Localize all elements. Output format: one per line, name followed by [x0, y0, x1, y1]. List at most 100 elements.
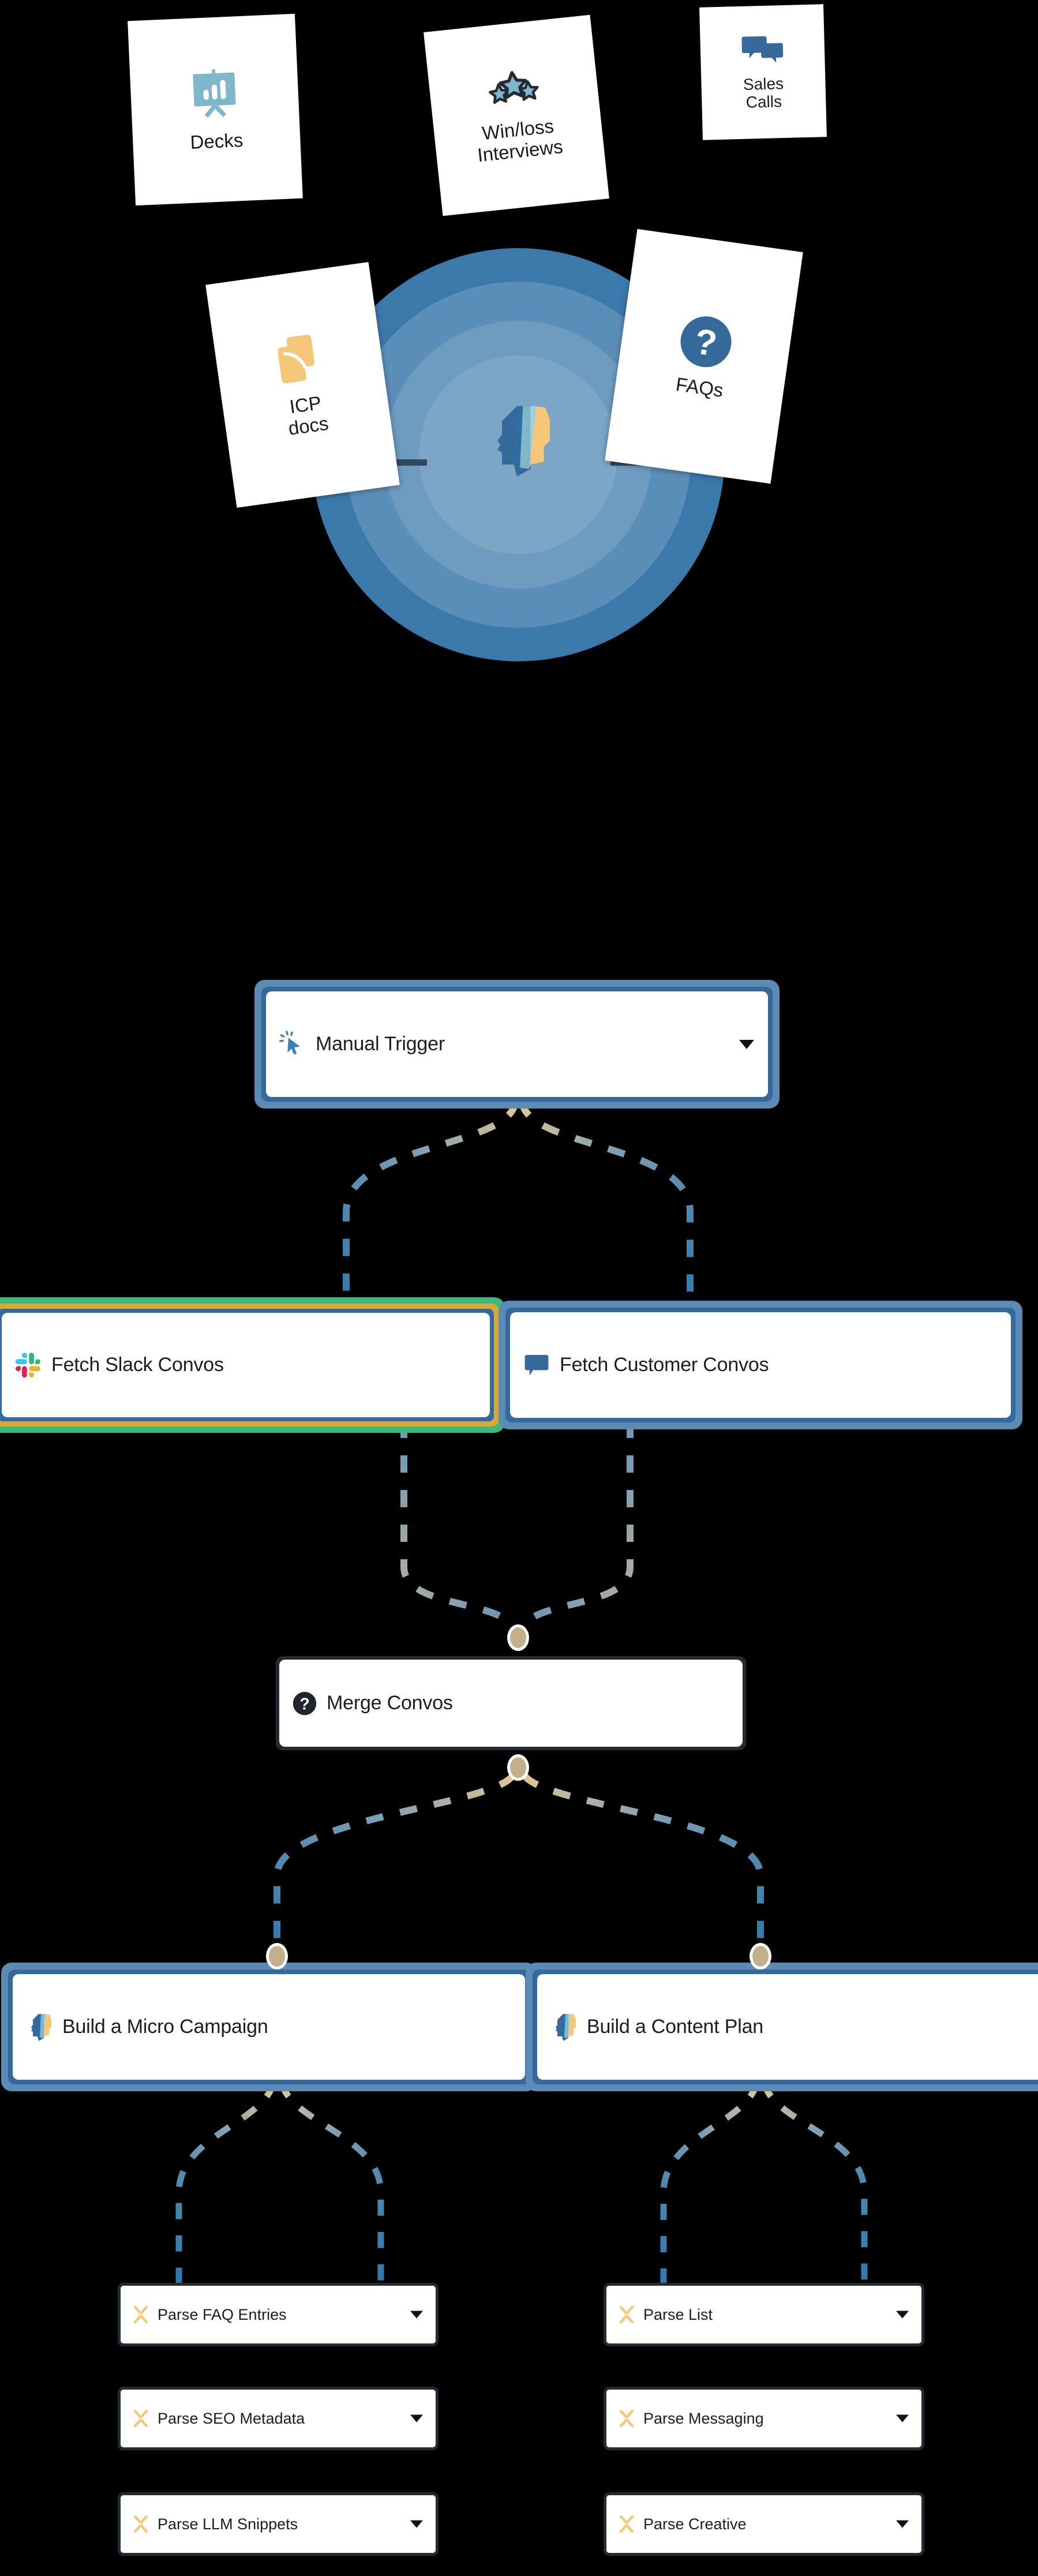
edge-micro-to-llm [278, 2081, 384, 2283]
chevron-down-icon[interactable] [410, 2414, 423, 2423]
node-frame-inner: Manual Trigger [261, 987, 773, 1102]
chevron-down-icon[interactable] [739, 1039, 754, 1049]
node-body[interactable]: ? Merge Convos [279, 1660, 743, 1747]
parse-node-body[interactable]: Parse SEO Metadata [118, 2387, 439, 2450]
chevron-down-icon[interactable] [896, 2311, 909, 2319]
node-parse-list[interactable]: Parse List [604, 2283, 924, 2346]
node-parse-seo-metadata[interactable]: Parse SEO Metadata [118, 2387, 439, 2450]
node-body[interactable]: Build a Micro Campaign [13, 1974, 525, 2080]
node-manual-trigger[interactable]: Manual Trigger [254, 980, 780, 1109]
head-profile-ai-icon [31, 2013, 51, 2041]
node-frame-outer: Fetch Customer Convos [499, 1301, 1022, 1429]
node-body[interactable]: Fetch Slack Convos [2, 1313, 490, 1417]
node-label: Fetch Slack Convos [51, 1354, 224, 1376]
dot-content-top[interactable] [750, 1943, 771, 1970]
parse-node-label: Parse Messaging [643, 2409, 764, 2427]
x-cross-icon [133, 2305, 148, 2324]
parse-node-body[interactable]: Parse LLM Snippets [118, 2492, 439, 2556]
node-merge-convos[interactable]: ? Merge Convos [276, 1656, 746, 1750]
node-parse-faq-entries[interactable]: Parse FAQ Entries [118, 2283, 439, 2346]
parse-node-label: Parse List [643, 2305, 713, 2323]
source-card-label: FAQs [674, 373, 725, 402]
parse-node-body[interactable]: Parse Creative [604, 2492, 924, 2556]
dot-micro-top[interactable] [266, 1943, 288, 1970]
dot-merge-top[interactable] [507, 1624, 529, 1651]
parse-node-body[interactable]: Parse Messaging [604, 2387, 924, 2450]
node-label: Build a Content Plan [587, 2016, 763, 2038]
node-fetch-slack-convos[interactable]: Fetch Slack Convos [0, 1297, 505, 1433]
parse-node-label: Parse FAQ Entries [158, 2305, 287, 2323]
x-cross-icon [619, 2515, 634, 2533]
presentation-chart-icon [193, 69, 236, 118]
node-frame-inner: Build a Micro Campaign [8, 1970, 530, 2084]
svg-text:?: ? [299, 1695, 309, 1713]
documents-icon [277, 335, 314, 384]
cursor-click-icon [279, 1030, 306, 1058]
chevron-down-icon[interactable] [896, 2520, 909, 2528]
parse-node-label: Parse Creative [643, 2515, 747, 2533]
cursor-click-icon [279, 1030, 301, 1055]
speech-bubble-icon [523, 1351, 550, 1379]
head-profile-ai-icon [497, 406, 550, 477]
node-build-micro-campaign[interactable]: Build a Micro Campaign [1, 1963, 537, 2091]
node-parse-messaging[interactable]: Parse Messaging [604, 2387, 924, 2450]
node-frame-outer: Build a Micro Campaign [1, 1963, 537, 2091]
node-frame-inner: Fetch Customer Convos [505, 1308, 1015, 1422]
head-profile-ai-icon [550, 2012, 578, 2042]
edge-customer-to-merge [518, 1421, 634, 1633]
selection-ring-gold: Fetch Slack Convos [0, 1304, 499, 1426]
node-frame-inner: Build a Content Plan [533, 1970, 1038, 2084]
edge-micro-to-faq [175, 2081, 277, 2283]
node-frame-outer: Manual Trigger [254, 980, 780, 1109]
chevron-down-icon[interactable] [896, 2414, 909, 2423]
node-body[interactable]: Build a Content Plan [537, 1974, 1038, 2080]
source-card-label: Decks [189, 129, 243, 153]
x-cross-icon [617, 2409, 636, 2428]
x-cross-icon [131, 2305, 151, 2324]
edge-trigger-to-customer [519, 1099, 694, 1315]
x-cross-icon [131, 2514, 151, 2534]
slack-icon [14, 1351, 42, 1379]
slack-icon [16, 1352, 41, 1377]
edge-content-to-list [660, 2081, 760, 2283]
chat-bubbles-icon [741, 36, 784, 63]
three-stars-icon [489, 70, 539, 104]
node-frame-dark: ? Merge Convos [276, 1656, 746, 1750]
node-parse-llm-snippets[interactable]: Parse LLM Snippets [118, 2492, 439, 2556]
source-card-faqs: ? FAQs [605, 229, 803, 484]
dot-merge-bottom[interactable] [507, 1754, 529, 1781]
three-stars-icon [484, 66, 544, 114]
node-label: Build a Micro Campaign [62, 2016, 268, 2038]
head-profile-ai-icon [556, 2013, 576, 2041]
node-frame-outer: Build a Content Plan [526, 1963, 1038, 2091]
parse-node-label: Parse LLM Snippets [158, 2515, 298, 2533]
selection-ring-outer: Fetch Slack Convos [0, 1297, 505, 1433]
node-build-content-plan[interactable]: Build a Content Plan [526, 1963, 1038, 2091]
parse-node-body[interactable]: Parse List [604, 2283, 924, 2346]
source-card-decks: Decks [128, 13, 303, 206]
parse-node-label: Parse SEO Metadata [158, 2409, 305, 2427]
head-profile-ai-icon [482, 402, 554, 482]
node-body[interactable]: Fetch Customer Convos [510, 1312, 1011, 1418]
x-cross-icon [617, 2305, 636, 2324]
question-circle-icon: ? [674, 310, 737, 373]
node-parse-creative[interactable]: Parse Creative [604, 2492, 924, 2556]
node-body[interactable]: Manual Trigger [266, 991, 768, 1097]
x-cross-icon [619, 2305, 634, 2324]
chevron-down-icon[interactable] [410, 2520, 423, 2528]
node-fetch-customer-convos[interactable]: Fetch Customer Convos [499, 1301, 1022, 1429]
edge-slack-to-merge [400, 1421, 519, 1634]
edge-content-to-creative [760, 2081, 868, 2283]
parse-node-body[interactable]: Parse FAQ Entries [118, 2283, 439, 2346]
documents-icon [268, 329, 329, 390]
edge-trigger-to-slack [343, 1099, 519, 1315]
x-cross-icon [619, 2409, 634, 2428]
chevron-down-icon[interactable] [410, 2311, 423, 2319]
speech-bubble-icon [524, 1354, 549, 1376]
head-profile-ai-icon [25, 2012, 53, 2042]
